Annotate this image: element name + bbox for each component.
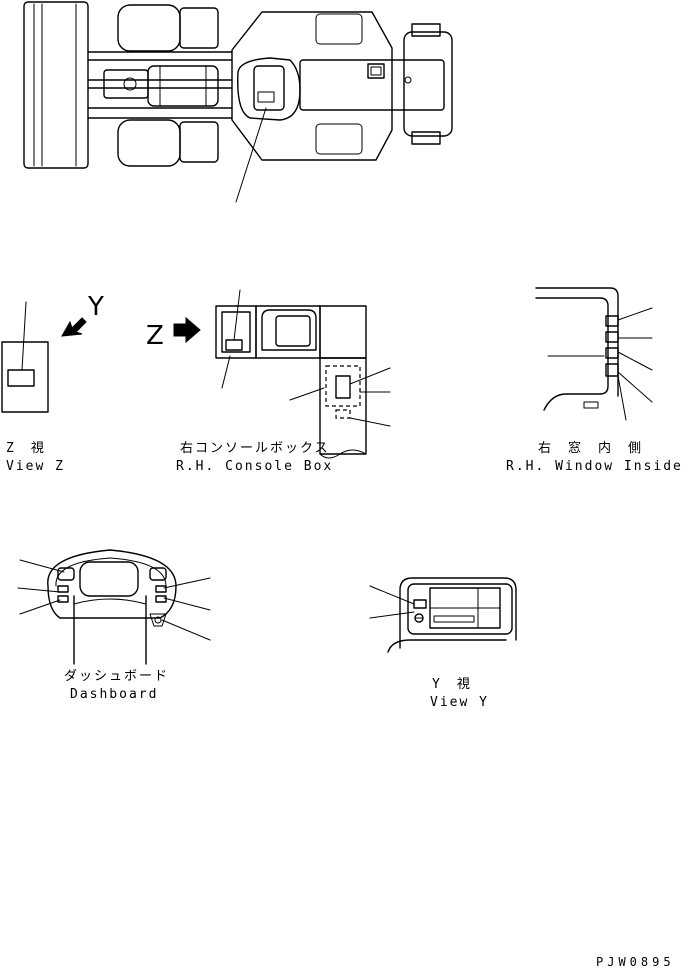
blade — [23, 1, 89, 169]
arrow-z-icon — [173, 316, 201, 344]
window-inside-en: R.H. Window Inside — [506, 459, 683, 474]
machine-top-view — [23, 1, 453, 203]
tracks — [117, 4, 219, 167]
console-box-jp: 右コンソールボックス — [180, 441, 330, 456]
view-y-panel: Y 視 View Y — [369, 577, 517, 710]
drawing-code: PJW0895 — [596, 955, 675, 969]
upper-structure — [231, 11, 453, 161]
arrow-y-letter: Y — [87, 292, 104, 322]
view-y-jp: Y 視 — [432, 677, 472, 692]
view-z-jp: Z 視 — [6, 441, 46, 456]
console-box-en: R.H. Console Box — [176, 459, 333, 474]
arrow-z-letter: Z — [146, 321, 164, 351]
window-inside: 右 窓 内 側 R.H. Window Inside — [506, 287, 683, 474]
dashboard-jp: ダッシュボード — [64, 669, 169, 684]
window-inside-jp: 右 窓 内 側 — [538, 440, 643, 456]
dashboard: ダッシュボード Dashboard — [17, 549, 211, 702]
leader-cab-label — [235, 107, 267, 203]
view-y-en: View Y — [430, 695, 489, 710]
view-z-panel: Y Z 視 View Z — [1, 292, 104, 474]
view-z-en: View Z — [6, 459, 65, 474]
dashboard-en: Dashboard — [70, 687, 158, 702]
console-box: Z 右コンソールボックス R.H. Console Box — [146, 289, 391, 474]
boom-arms — [87, 51, 233, 119]
arrow-y-icon — [61, 317, 87, 337]
